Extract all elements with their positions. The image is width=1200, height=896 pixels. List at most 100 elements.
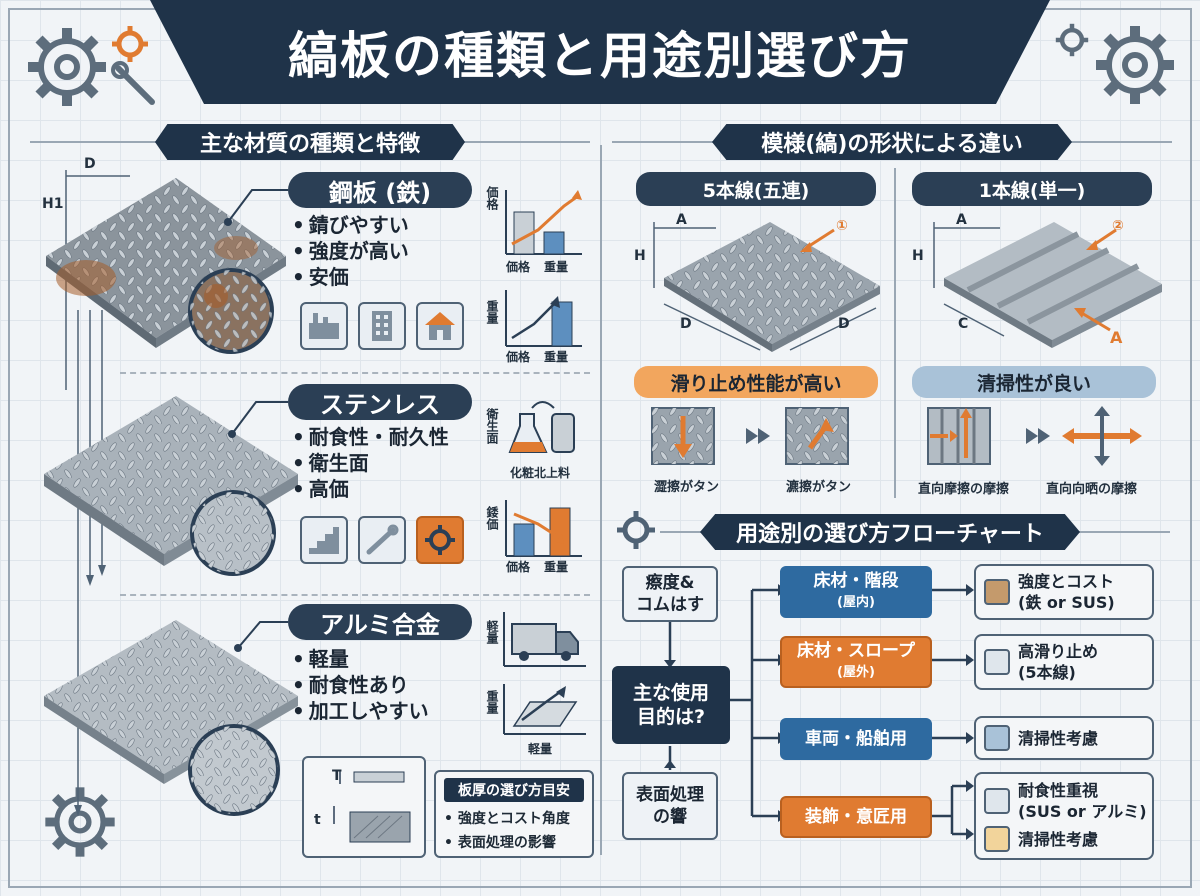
wrench-icon <box>111 61 155 105</box>
chart-xlabel: 軽量 <box>528 742 553 756</box>
material-name: 鋼板 (鉄) <box>328 178 432 207</box>
material-label-stainless: ステンレス <box>288 384 472 420</box>
demo-caption: 直向摩擦の摩擦 <box>918 482 1010 497</box>
chemical-flask-icon <box>508 401 575 453</box>
feature-text: 滑り止め性能が高い <box>670 372 842 395</box>
chart-xlabel: 価格 <box>506 560 531 574</box>
chart-xlabel: 重量 <box>544 560 569 574</box>
gear-icon <box>416 516 464 564</box>
chart-ylabel: 衛生面 <box>485 408 499 444</box>
feature-anti-slip: 滑り止め性能が高い <box>634 366 878 398</box>
chart-ylabel: 重量 <box>485 690 499 714</box>
cleaning-icon <box>984 725 1010 751</box>
flow-branch-indoor: 床材・階段 (屋内) <box>780 566 932 618</box>
callout-2: ② <box>1112 218 1124 234</box>
flow-branch-vehicle: 車両・船舶用 <box>780 718 932 760</box>
gear-icon <box>28 28 106 106</box>
result-row: 耐食性重視 (SUS or アルミ) <box>984 780 1147 822</box>
chart-xlabel: 重量 <box>544 260 569 274</box>
chart-xlabel: 価格 <box>506 350 531 364</box>
stainless-detail-magnifier <box>190 490 276 576</box>
divider <box>120 372 590 374</box>
branch-label: 装飾・意匠用 <box>805 807 907 827</box>
dim-label-d: D <box>84 156 96 172</box>
chart-ylabel: 重量 <box>485 300 499 324</box>
flow-result-antislip: 高滑り止め (5本線) <box>974 634 1154 690</box>
steel-uses <box>300 302 464 350</box>
anti-slip-demo <box>651 407 849 465</box>
branch-sub: (屋外) <box>837 665 875 680</box>
section-header-materials: 主な材質の種類と特徴 <box>155 124 465 160</box>
flow-result-clean: 清掃性考慮 <box>974 716 1154 760</box>
flow-branch-outdoor: 床材・スロープ (屋外) <box>780 636 932 688</box>
section-title: 主な材質の種類と特徴 <box>199 132 420 157</box>
branch-label: 床材・スロープ <box>797 641 915 661</box>
result-text: 耐食性重視 (SUS or アルミ) <box>1018 781 1147 821</box>
thickness-item-text: 強度とコスト角度 <box>457 811 570 827</box>
steel-price-chart <box>505 190 582 255</box>
feature-item: 安価 <box>292 264 409 290</box>
column-divider <box>894 168 896 498</box>
feature-item: 衛生面 <box>292 450 449 476</box>
callout-1: ① <box>836 218 848 234</box>
dim-label-a-arrow: A <box>1110 328 1123 347</box>
pattern-one-title: 1本線(単一) <box>912 172 1152 206</box>
branch-sub: (屋内) <box>837 595 875 610</box>
chart-ylabel: 軽量 <box>485 620 499 644</box>
feature-text: 清掃性が良い <box>976 372 1091 395</box>
cleaning-demo <box>927 406 1142 466</box>
pattern-five-title: 5本線(五連) <box>636 172 876 206</box>
feature-cleanable: 清掃性が良い <box>912 366 1156 398</box>
building-icon <box>358 302 406 350</box>
steel-detail-magnifier <box>188 268 274 354</box>
demo-caption: 直向向晒の摩擦 <box>1046 482 1138 497</box>
page-title: 縞板の種類と用途別選び方 <box>288 27 912 85</box>
chart-xlabel: 価格 <box>506 260 531 274</box>
column-divider <box>600 145 602 855</box>
dim-label-t-small: t <box>314 812 321 828</box>
feature-item: 軽量 <box>292 646 429 672</box>
gear-icon <box>617 511 655 549</box>
dim-label-h: H <box>912 248 924 264</box>
stainless-features: 耐食性・耐久性 衛生面 高価 <box>292 424 449 502</box>
thickness-item: • 強度とコスト角度 <box>444 811 570 827</box>
leader-line <box>224 189 288 226</box>
material-label-steel: 鋼板 (鉄) <box>288 172 472 208</box>
chart-ylabel: 錗価 <box>485 506 499 530</box>
factory-icon <box>300 302 348 350</box>
section-header-patterns: 模様(縞)の形状による違い <box>712 124 1072 160</box>
result-text: 高滑り止め (5本線) <box>1018 642 1099 682</box>
pattern-title-text: 1本線(単一) <box>978 179 1086 202</box>
pattern-icon <box>984 788 1010 814</box>
thickness-item-text: 表面処理の影響 <box>457 835 556 851</box>
section-title: 用途別の選び方フローチャート <box>736 522 1044 547</box>
flow-start-box: 瘵度& コムはす <box>622 566 718 622</box>
thickness-guide-title: 板厚の選び方目安 <box>444 778 584 802</box>
thickness-item: • 表面処理の影響 <box>444 835 556 851</box>
flow-branch-decor: 装飾・意匠用 <box>780 796 932 838</box>
gear-icon <box>1096 26 1174 104</box>
pattern-title-text: 5本線(五連) <box>702 179 810 202</box>
leader-line <box>228 401 288 438</box>
section-title: 模様(縞)の形状による違い <box>761 132 1023 157</box>
thickness-diagram <box>302 756 426 858</box>
flow-result-decor: 耐食性重視 (SUS or アルミ) 清掃性考慮 <box>974 772 1154 860</box>
section-header-flowchart: 用途別の選び方フローチャート <box>700 514 1080 550</box>
aluminum-features: 軽量 耐食性あり 加工しやすい <box>292 646 429 724</box>
flow-result-strength: 強度とコスト (鉄 or SUS) <box>974 564 1154 620</box>
dim-label-h: H1 <box>42 196 64 212</box>
house-icon <box>416 302 464 350</box>
gear-icon <box>45 787 115 857</box>
plate-icon <box>984 579 1010 605</box>
result-text: 強度とコスト (鉄 or SUS) <box>1018 572 1115 612</box>
dim-label-d: D <box>680 316 692 332</box>
five-line-plate-image <box>653 222 880 352</box>
chart-xlabel: 重量 <box>544 350 569 364</box>
material-label-aluminum: アルミ合金 <box>288 604 472 640</box>
demo-caption: 瀌擦がタン <box>786 480 852 495</box>
leader-line <box>234 621 288 652</box>
result-text: 清掃性考慮 <box>1018 728 1099 748</box>
dim-label-c: C <box>958 316 969 332</box>
flow-main-question: 主な使用 目的は? <box>612 666 730 744</box>
aluminum-weight-chart <box>503 684 586 735</box>
